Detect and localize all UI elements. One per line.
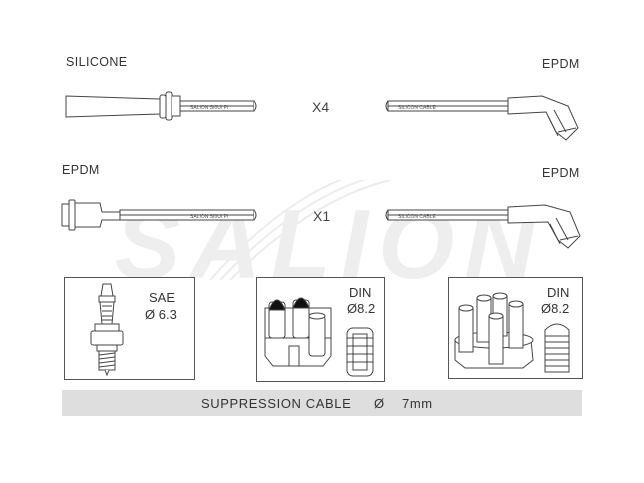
terminal-size: Ø8.2 — [541, 301, 570, 316]
cable-diameter-value: 7mm — [402, 396, 433, 411]
cable-2-right-print: SILICON CABLE — [398, 214, 436, 220]
cable-2-multiplier: X1 — [313, 208, 331, 224]
angled-boot-1 — [385, 95, 579, 141]
silicone-straight-boot-1 — [65, 91, 257, 121]
terminal-box-din-1: DIN Ø8.2 — [256, 277, 385, 382]
distributor-cap-icon — [264, 297, 374, 377]
terminal-name: SAE — [149, 290, 176, 305]
cable-1-multiplier: X4 — [312, 99, 330, 115]
cable-2-left-print: SALION SI0UI PI — [190, 214, 228, 220]
terminal-name: DIN — [547, 285, 570, 300]
terminal-box-din-2: DIN Ø8.2 — [448, 277, 583, 379]
spark-plug-terminal-icon — [90, 283, 124, 377]
terminal-size: Ø8.2 — [347, 301, 376, 316]
cable-1-left-label: SILICONE — [66, 55, 128, 69]
cables-drawing: SALION SI0UI PI SILICON CABLE SALION SI0… — [61, 91, 581, 249]
terminal-size: Ø 6.3 — [145, 307, 177, 322]
terminal-box-sae: SAE Ø 6.3 — [64, 277, 195, 380]
distributor-cap-detail-icon — [454, 292, 570, 373]
diameter-symbol: Ø — [374, 396, 385, 411]
cable-2-left-label: EPDM — [62, 163, 100, 177]
angled-boot-2 — [385, 204, 581, 249]
cable-2-right-label: EPDM — [542, 166, 580, 180]
suppression-cable-label: SUPPRESSION CABLE — [201, 396, 352, 411]
cable-1-left-print: SALION SI0UI PI — [190, 105, 228, 111]
cable-1-right-label: EPDM — [542, 57, 580, 71]
terminal-name: DIN — [349, 285, 372, 300]
suppression-cable-bar: SUPPRESSION CABLE Ø 7mm — [62, 390, 582, 416]
cable-1-right-print: SILICON CABLE — [398, 105, 436, 111]
epdm-straight-boot — [61, 199, 257, 231]
